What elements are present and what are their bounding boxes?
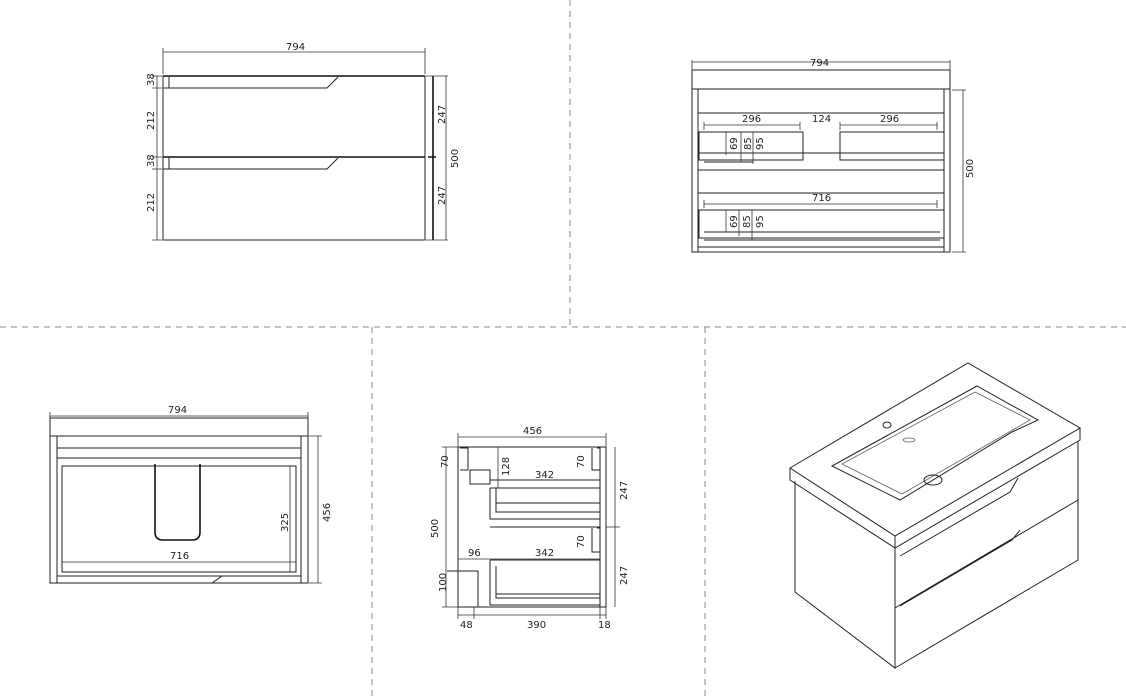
dim-height: 500	[450, 149, 461, 168]
dim-right-rail-top: 70	[576, 455, 587, 468]
dim-drawer-body-top: 212	[146, 111, 157, 130]
dim-drawer-h-top: 247	[619, 481, 630, 500]
dim-bottom-h1: 69	[729, 215, 740, 228]
dim-width: 794	[168, 405, 187, 416]
dim-right-rail-mid: 70	[576, 535, 587, 548]
dim-height: 500	[965, 159, 976, 178]
dim-bottom-h2: 85	[742, 215, 753, 228]
dim-width: 794	[286, 42, 305, 53]
dim-foot: 100	[438, 573, 449, 592]
dim-height: 500	[430, 519, 441, 538]
dim-clearance: 128	[501, 457, 512, 476]
dim-top-left: 296	[742, 114, 761, 125]
dim-bottom-h3: 95	[755, 215, 766, 228]
dim-inner-width: 716	[170, 551, 189, 562]
dim-drawer-body-bottom: 212	[146, 193, 157, 212]
dim-basin-depth: 325	[280, 513, 291, 532]
dim-top-center: 124	[812, 114, 831, 125]
dim-width: 794	[810, 58, 829, 69]
dim-top-h3: 95	[755, 137, 766, 150]
dim-offset-bottom: 96	[468, 548, 481, 559]
dim-inner-depth: 390	[527, 620, 546, 631]
dim-left-gap: 48	[460, 620, 473, 631]
dim-drawer-front-top: 38	[146, 73, 157, 86]
dim-top-h2: 85	[743, 137, 754, 150]
dim-top-h1: 69	[729, 137, 740, 150]
dim-depth: 456	[523, 426, 542, 437]
dim-drawer-h-bottom: 247	[619, 566, 630, 585]
dim-top-right: 296	[880, 114, 899, 125]
dim-drawer-depth-bottom: 342	[535, 548, 554, 559]
dim-drawer-height-top: 247	[437, 105, 448, 124]
side-view: 456 500 70 128 342 70 247 70 96 342 247 …	[430, 426, 630, 631]
dim-top-rail: 70	[440, 455, 451, 468]
isometric-view	[789, 362, 1081, 670]
dim-depth: 456	[322, 503, 333, 522]
dim-bottom-width: 716	[812, 193, 831, 204]
top-view: 794 456 325 716	[49, 405, 333, 584]
back-view: 794 296 124 296 69 85 95 716 69 85 95 50…	[691, 58, 976, 253]
front-view: 794 38 212 38 212 247 247 500	[146, 42, 461, 241]
dim-drawer-depth-top: 342	[535, 470, 554, 481]
dim-drawer-height-bottom: 247	[437, 186, 448, 205]
dim-panel: 18	[598, 620, 611, 631]
dim-drawer-front-bottom: 38	[146, 154, 157, 167]
